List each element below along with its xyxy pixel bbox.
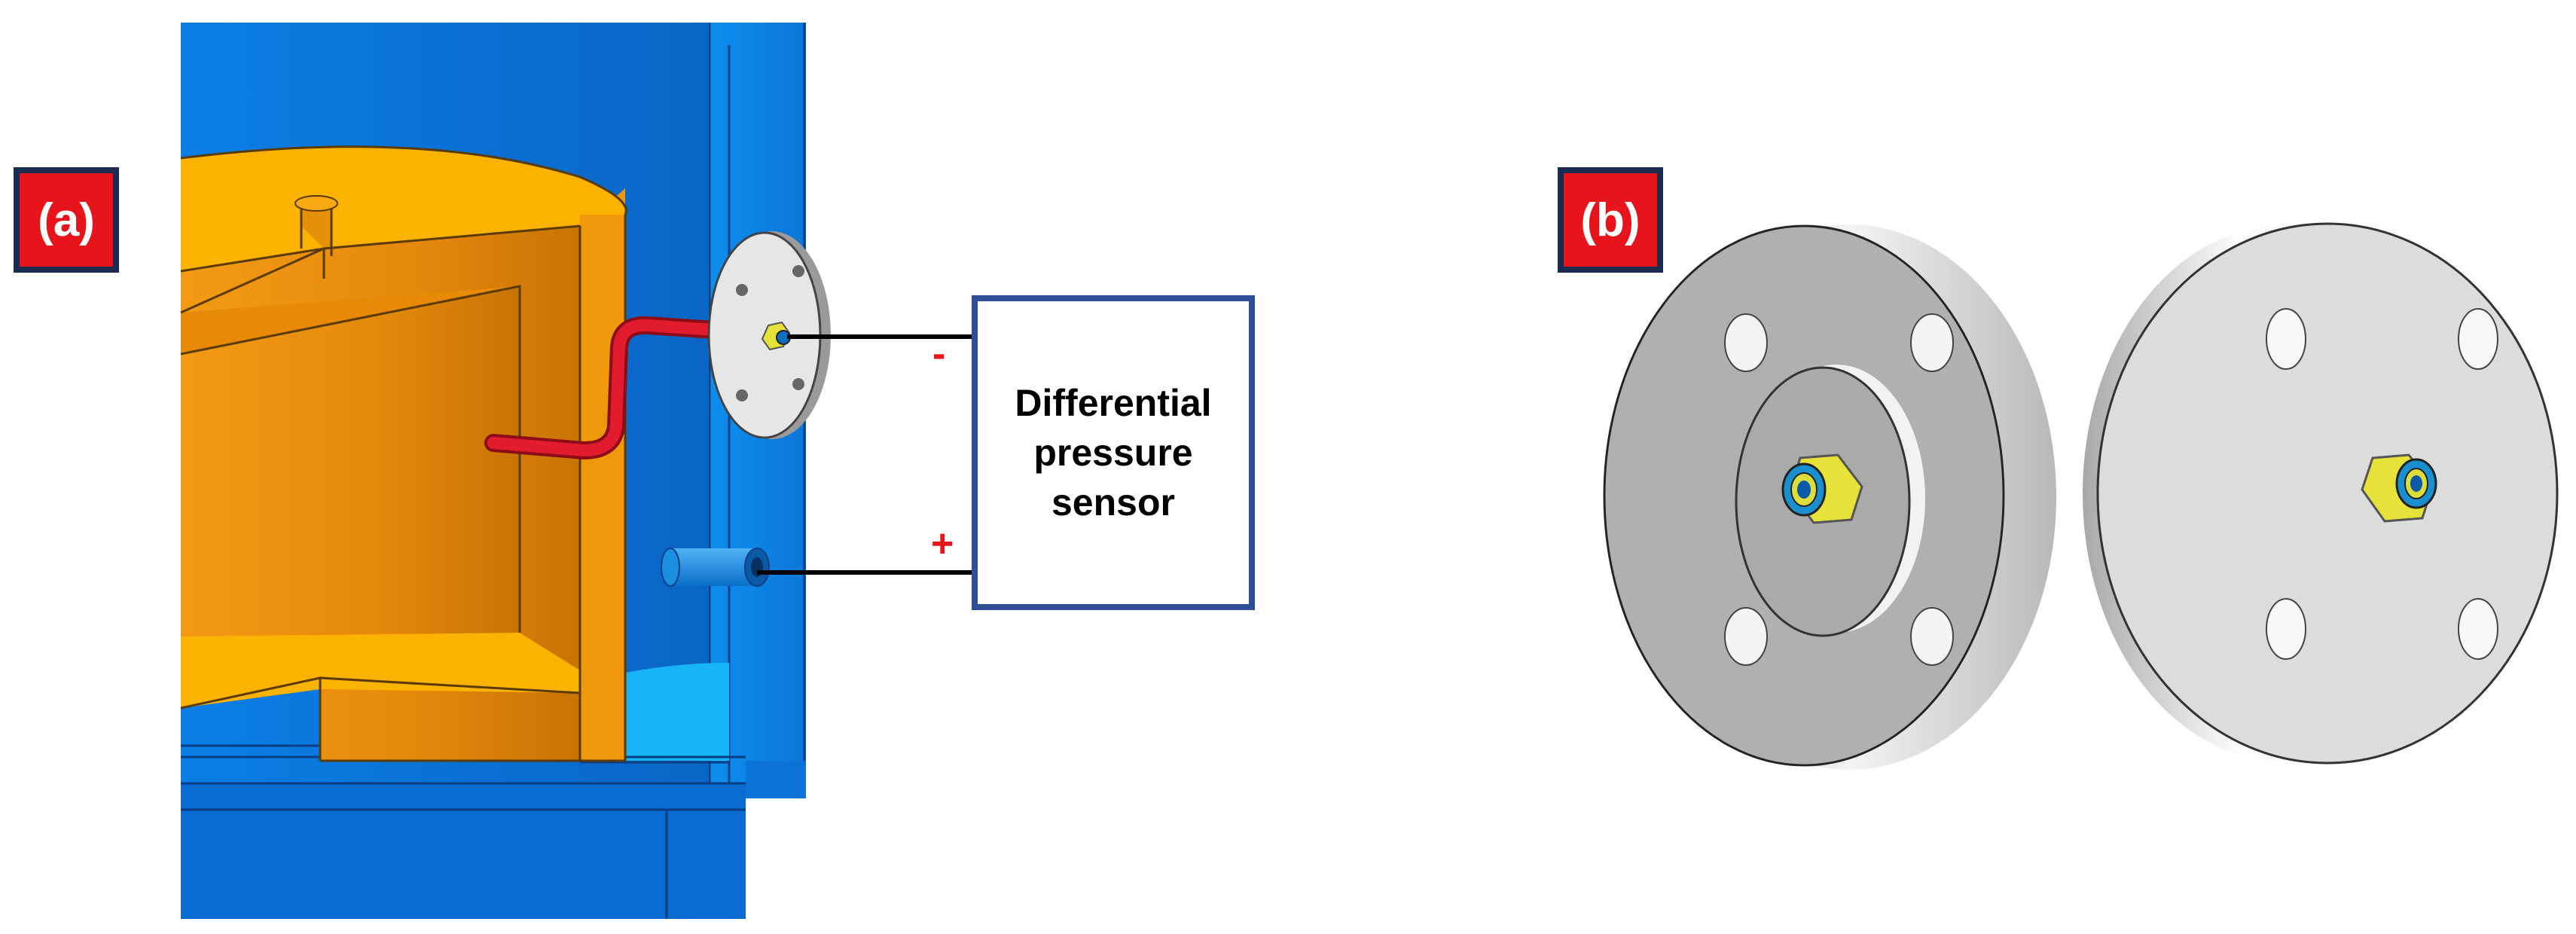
- pressure-tube: [484, 316, 723, 459]
- liner-cutaway: [180, 145, 627, 762]
- panel-label-a: (a): [14, 167, 119, 273]
- bolt-hole: [1910, 607, 1954, 666]
- vessel-floor: [603, 663, 729, 761]
- bolt-hole: [1910, 313, 1954, 372]
- flange-b-left: [1603, 224, 2056, 770]
- flange-b-right: [2083, 222, 2559, 765]
- bolt-hole: [2458, 308, 2498, 370]
- vessel-base: [181, 783, 746, 919]
- minus-sign: -: [932, 332, 946, 376]
- liner-top-rim: [181, 146, 627, 271]
- panel-label-b: (b): [1558, 167, 1663, 273]
- pressure-port-pipe: [661, 548, 770, 587]
- liner-bottom-ledge: [181, 633, 580, 708]
- bolt-hole: [2266, 308, 2306, 370]
- flange-a: [707, 231, 831, 439]
- sensor-label: Differential pressure sensor: [1015, 382, 1212, 523]
- plus-sign: +: [931, 522, 954, 566]
- bolt-hole: [2266, 598, 2306, 660]
- bolt-hole: [2458, 598, 2498, 660]
- bolt-hole: [1724, 313, 1768, 372]
- differential-pressure-sensor-box: Differential pressure sensor: [972, 295, 1255, 610]
- bolt-hole: [1724, 607, 1768, 666]
